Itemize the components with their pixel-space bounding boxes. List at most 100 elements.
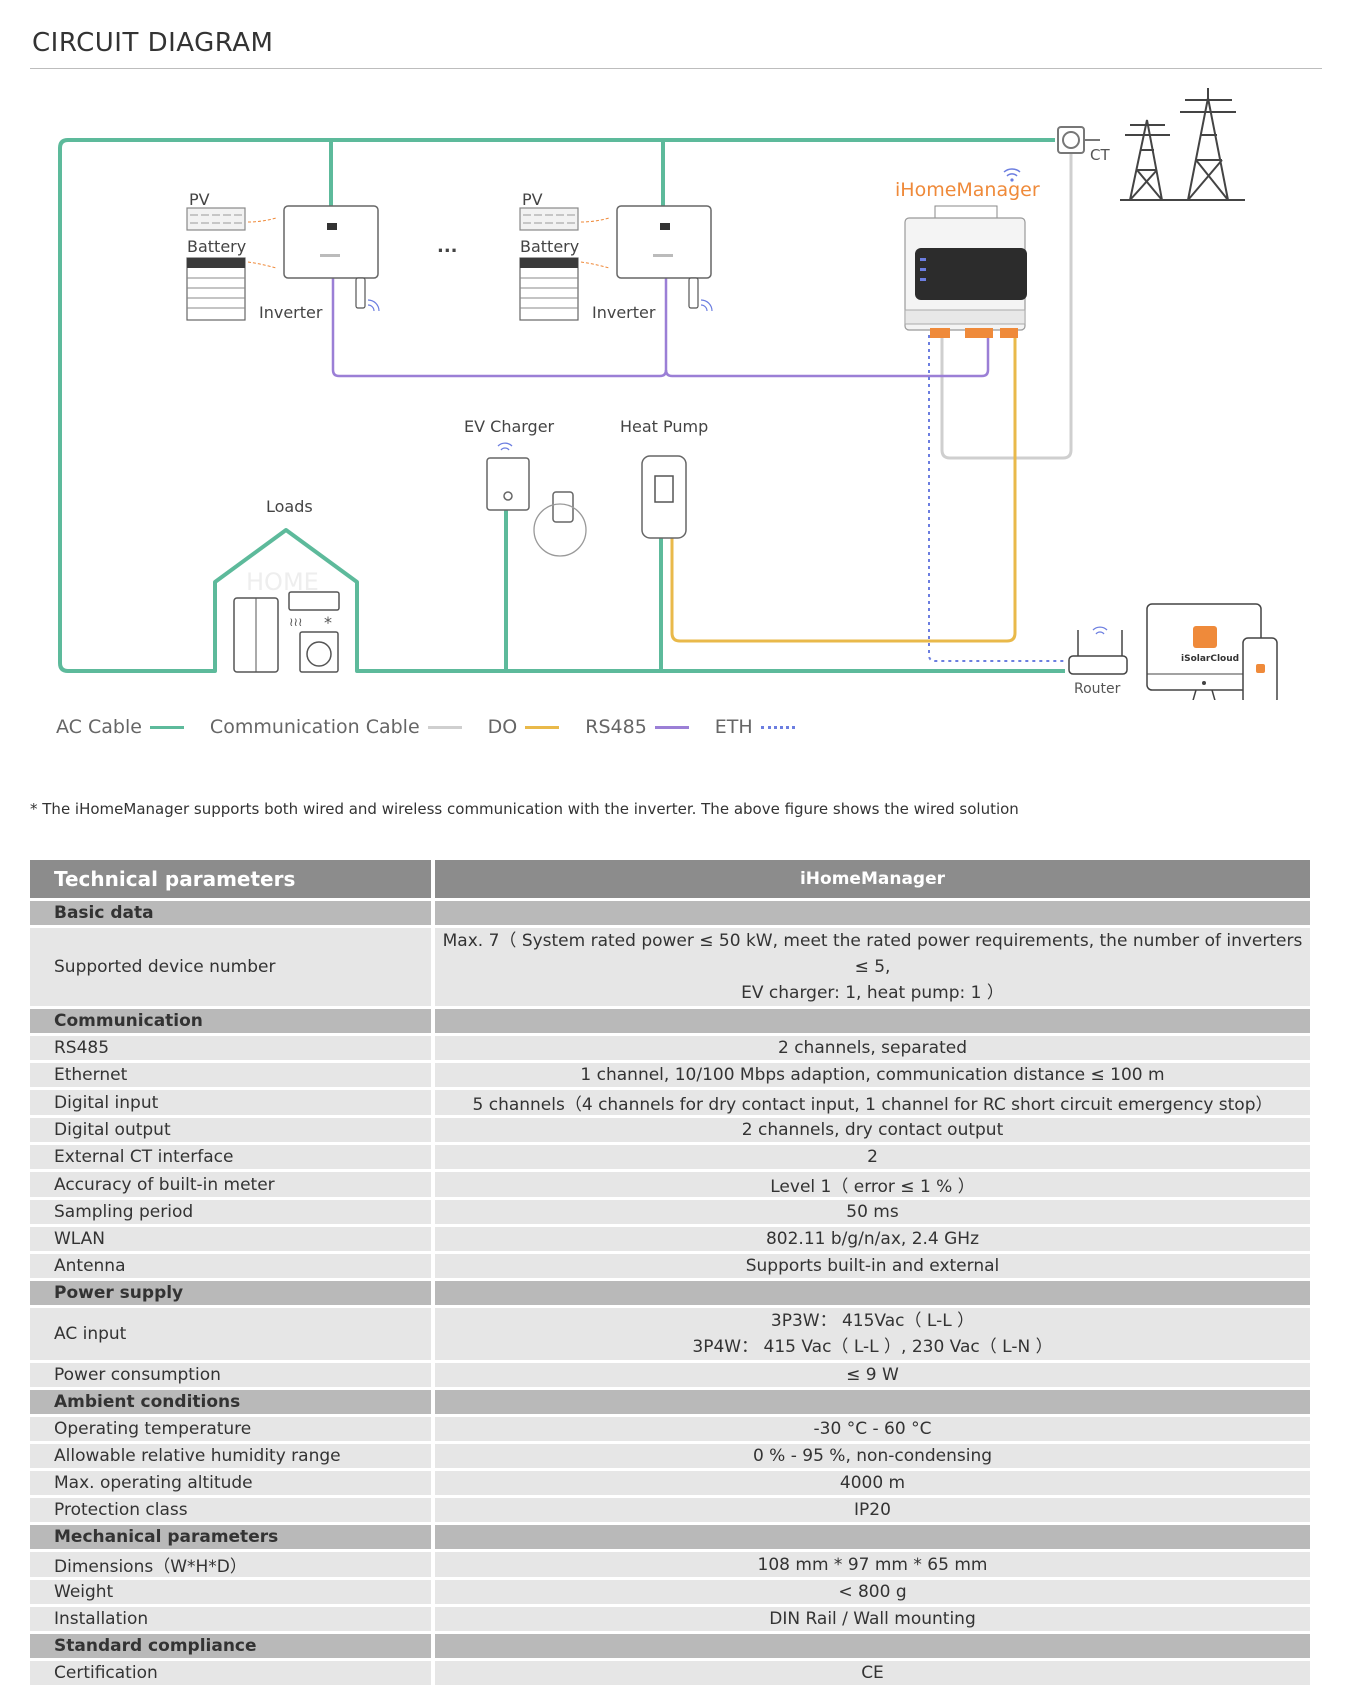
param-value-line: 4000 m xyxy=(839,1473,906,1493)
legend-swatch xyxy=(525,725,560,729)
table-row: Operating temperature-30 °C - 60 °C xyxy=(30,1417,1310,1444)
table-row: Power consumption ≤ 9 W xyxy=(30,1363,1310,1390)
param-value-line: 2 channels, dry contact output xyxy=(741,1120,1004,1140)
isolarcloud-monitor: iSolarCloud xyxy=(1146,603,1278,700)
svg-text:≀≀≀: ≀≀≀ xyxy=(289,615,303,629)
section-row: Basic data xyxy=(30,901,1310,928)
section-spacer xyxy=(435,1390,1310,1417)
pv-panel-icon xyxy=(519,207,579,231)
param-value-line: 50 ms xyxy=(846,1202,899,1222)
legend-swatch xyxy=(654,725,689,729)
circuit-diagram: CT PV Battery Inverter ... xyxy=(58,88,1278,700)
legend-swatch xyxy=(427,725,462,729)
param-value: ≤ 9 W xyxy=(435,1363,1310,1390)
param-value: < 800 g xyxy=(435,1580,1310,1607)
param-value-line: Supports built-in and external xyxy=(745,1256,1000,1276)
wifi-dongle-icon xyxy=(355,277,380,312)
param-label: Protection class xyxy=(30,1498,435,1525)
title-divider xyxy=(30,68,1322,69)
ct-label: CT xyxy=(1090,146,1110,164)
legend-rs485: RS485 xyxy=(585,716,689,738)
param-value-line: EV charger: 1, heat pump: 1 ） xyxy=(741,983,1004,1003)
param-value-line: 3P4W： 415 Vac（ L-L ）, 230 Vac（ L-N ） xyxy=(692,1337,1053,1357)
param-label: Power consumption xyxy=(30,1363,435,1390)
wifi-dongle-icon xyxy=(688,277,713,312)
param-value: 108 mm * 97 mm * 65 mm xyxy=(435,1552,1310,1580)
table-row: Certification CE xyxy=(30,1661,1310,1688)
table-header-left: Technical parameters xyxy=(30,860,435,901)
table-row: Installation DIN Rail / Wall mounting xyxy=(30,1607,1310,1634)
param-label: Weight xyxy=(30,1580,435,1607)
param-value-line: 0 % - 95 %, non-condensing xyxy=(752,1446,993,1466)
param-label: Installation xyxy=(30,1607,435,1634)
inverter-group-2: PV Battery Inverter xyxy=(519,190,713,322)
section-title: Power supply xyxy=(30,1281,435,1308)
param-label: WLAN xyxy=(30,1227,435,1254)
param-value-line: Max. 7（ System rated power ≤ 50 kW, meet… xyxy=(442,931,1303,977)
param-value-line: 5 channels（4 channels for dry contact in… xyxy=(472,1095,1273,1115)
param-label: Digital output xyxy=(30,1118,435,1145)
ct-sensor: CT xyxy=(1057,126,1110,164)
param-label: Certification xyxy=(30,1661,435,1688)
router: Router xyxy=(1068,626,1128,697)
param-value: 2 xyxy=(435,1145,1310,1172)
rs485-cable-lines xyxy=(331,278,990,378)
inverter-icon xyxy=(283,205,379,279)
param-value-line: -30 °C - 60 °C xyxy=(813,1419,932,1439)
battery-label: Battery xyxy=(187,237,246,256)
param-label: Dimensions（W*H*D） xyxy=(30,1552,435,1580)
legend-label: ETH xyxy=(714,716,753,738)
legend-label: DO xyxy=(487,716,518,738)
section-spacer xyxy=(435,1009,1310,1036)
ev-charger: EV Charger xyxy=(464,417,587,557)
section-title: Mechanical parameters xyxy=(30,1525,435,1552)
loads-home: Loads HOME ≀≀≀ * xyxy=(233,497,340,673)
ihomemanager-label: iHomeManager xyxy=(895,179,1040,201)
param-value-line: ≤ 9 W xyxy=(846,1365,899,1385)
ihomemanager-device: iHomeManager xyxy=(895,168,1040,338)
param-value: CE xyxy=(435,1661,1310,1688)
param-label: External CT interface xyxy=(30,1145,435,1172)
param-value: -30 °C - 60 °C xyxy=(435,1417,1310,1444)
section-title: Standard compliance xyxy=(30,1634,435,1661)
section-title: Communication xyxy=(30,1009,435,1036)
communication-cable-line xyxy=(940,150,1073,460)
param-label: Sampling period xyxy=(30,1200,435,1227)
param-value-line: DIN Rail / Wall mounting xyxy=(769,1609,976,1629)
param-value-line: 108 mm * 97 mm * 65 mm xyxy=(757,1554,988,1575)
technical-parameters-table: Technical parameters iHomeManager Basic … xyxy=(30,860,1310,1688)
section-spacer xyxy=(435,901,1310,928)
air-conditioner-icon xyxy=(288,591,340,611)
legend-ac-cable: AC Cable xyxy=(56,716,184,738)
table-header-right: iHomeManager xyxy=(435,860,1310,901)
power-grid-icon xyxy=(1120,88,1245,201)
pv-label: PV xyxy=(522,190,543,209)
wifi-icon xyxy=(1003,168,1021,177)
section-row: Standard compliance xyxy=(30,1634,1310,1661)
router-label: Router xyxy=(1074,681,1121,697)
legend-swatch xyxy=(760,725,795,729)
svg-text:*: * xyxy=(324,613,332,632)
param-label: Accuracy of built-in meter xyxy=(30,1172,435,1200)
inverter-label: Inverter xyxy=(592,303,656,322)
param-value-line: 1 channel, 10/100 Mbps adaption, communi… xyxy=(580,1065,1165,1085)
inverter-label: Inverter xyxy=(259,303,323,322)
heat-pump: Heat Pump xyxy=(620,417,708,539)
table-row: Digital output 2 channels, dry contact ou… xyxy=(30,1118,1310,1145)
param-value-line: CE xyxy=(861,1663,884,1683)
param-label: AC input xyxy=(30,1308,435,1363)
table-row: Weight < 800 g xyxy=(30,1580,1310,1607)
table-row: Dimensions（W*H*D） 108 mm * 97 mm * 65 mm xyxy=(30,1552,1310,1580)
param-value-line: < 800 g xyxy=(838,1582,907,1602)
legend-do: DO xyxy=(488,716,560,738)
section-title: Ambient conditions xyxy=(30,1390,435,1417)
legend-communication-cable: Communication Cable xyxy=(210,716,462,738)
inverter-group-1: PV Battery Inverter xyxy=(186,190,380,322)
param-value: Max. 7（ System rated power ≤ 50 kW, meet… xyxy=(435,928,1310,1009)
